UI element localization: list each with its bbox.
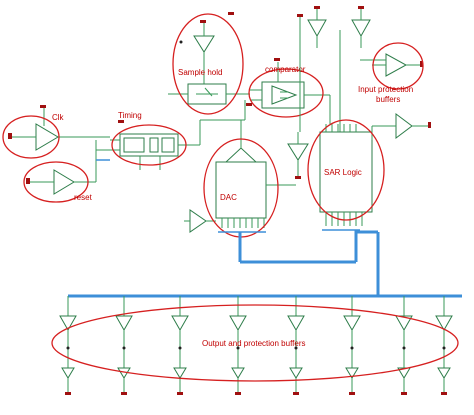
output-pin-7 [401,392,407,395]
clock-wiring [95,100,246,161]
output-pin-5 [293,392,299,395]
input-buffers-label-1: Input protection [358,85,413,94]
sar-logic-label: SAR Logic [324,168,362,177]
top-buffers [297,6,371,132]
mid-buffer [287,132,309,179]
output-buffer-3 [171,315,189,332]
clk-block [8,105,110,151]
output-pin-4 [235,392,241,395]
data-bus [68,229,462,298]
clk-highlight [2,115,60,159]
output-buffers-highlight [51,304,459,382]
output-channel-4-node [236,346,240,350]
protection-buffer-7 [397,367,411,379]
output-buffer-5 [287,315,305,332]
output-pin-8 [441,392,447,395]
output-buffer-2 [115,315,133,332]
input-protection-buffers [360,53,431,139]
protection-buffer-5 [289,367,303,379]
protection-buffer-3 [173,367,187,379]
output-channel-8-node [442,346,446,350]
output-pin-6 [349,392,355,395]
sample-hold-label: Sample hold [178,68,222,77]
output-channel-6-node [350,346,354,350]
output-buffers-label: Output and protection buffers [202,339,305,348]
timing-label: Timing [118,111,142,120]
output-buffer-7 [395,315,413,332]
input-buffers-highlight [372,42,424,90]
input-buffers-label-2: buffers [376,95,400,104]
protection-buffer-6 [345,367,359,379]
output-channel-1-node [66,346,70,350]
reset-label: reset [74,193,93,202]
comparator-label: comparator [265,65,306,74]
output-buffer-6 [343,315,361,332]
timing-highlight [111,124,187,166]
sar-logic-block [319,95,373,226]
protection-buffer-8 [437,367,451,379]
clk-label: Clk [52,113,65,122]
output-pin-3 [177,392,183,395]
comparator-block [246,58,330,109]
dac-block [184,120,296,233]
sample-hold-block [168,12,250,105]
dac-label: DAC [220,193,237,202]
output-pin-1 [65,392,71,395]
output-channel-3-node [178,346,182,350]
protection-buffer-1 [61,367,75,379]
output-pin-2 [121,392,127,395]
output-channel-2-node [122,346,126,350]
sar-logic-highlight [307,119,385,221]
timing-block [110,120,200,170]
protection-buffer-4 [231,367,245,379]
sample-hold-highlight [172,13,244,115]
comparator-highlight [248,68,324,118]
output-buffer-8 [435,315,453,332]
output-channel-5-node [294,346,298,350]
output-buffer-1 [59,315,77,332]
output-channel-7-node [402,346,406,350]
reset-highlight [23,161,89,203]
output-buffer-4 [229,315,247,332]
